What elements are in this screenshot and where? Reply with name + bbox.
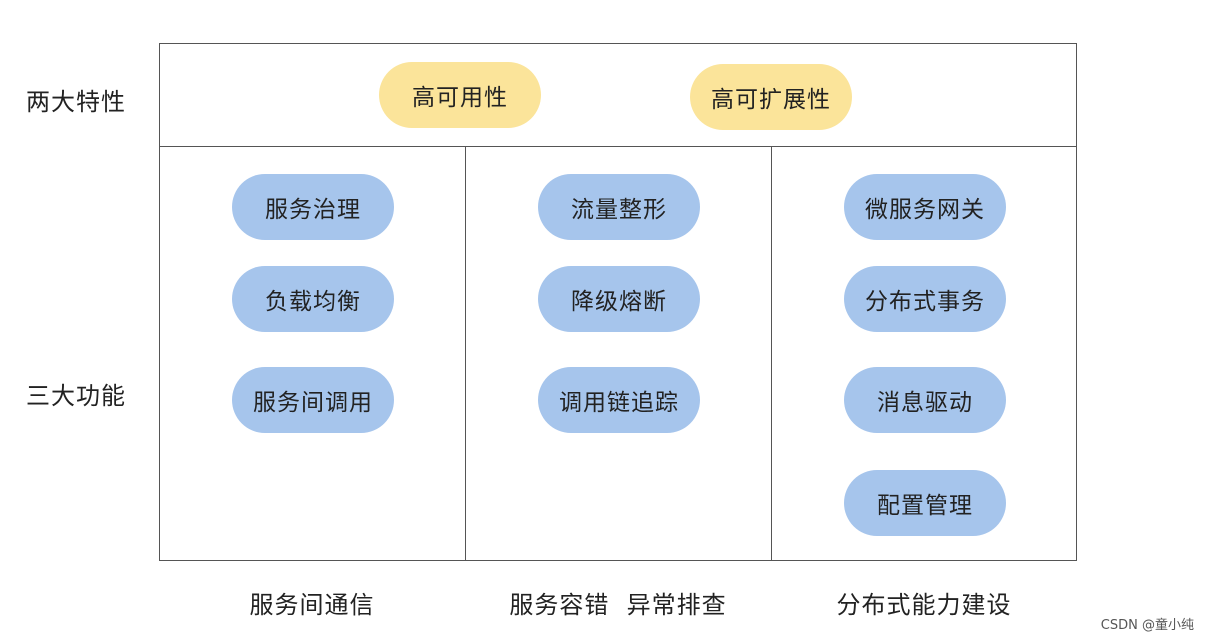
function-distributed-transaction: 分布式事务: [844, 266, 1006, 332]
function-degrade-circuit-break: 降级熔断: [538, 266, 700, 332]
function-api-gateway: 微服务网关: [844, 174, 1006, 240]
column-divider-1: [465, 147, 466, 560]
traits-band: [160, 44, 1076, 147]
trait-high-scalability: 高可扩展性: [690, 64, 852, 130]
function-load-balancing: 负载均衡: [232, 266, 394, 332]
function-config-management: 配置管理: [844, 470, 1006, 536]
trait-high-availability: 高可用性: [379, 62, 541, 128]
column-label-communication: 服务间通信: [249, 591, 375, 619]
function-call-chain-tracing: 调用链追踪: [538, 367, 700, 433]
row-label-traits: 两大特性: [26, 88, 126, 116]
watermark: CSDN @童小纯: [1100, 618, 1194, 633]
column-label-distributed: 分布式能力建设: [836, 591, 1012, 619]
row-label-functions: 三大功能: [26, 382, 126, 410]
function-message-driven: 消息驱动: [844, 367, 1006, 433]
function-traffic-shaping: 流量整形: [538, 174, 700, 240]
function-service-governance: 服务治理: [232, 174, 394, 240]
column-label-fault-tolerance: 服务容错 异常排查: [509, 591, 727, 619]
diagram-frame: [159, 43, 1077, 561]
function-service-invocation: 服务间调用: [232, 367, 394, 433]
column-divider-2: [771, 147, 772, 560]
